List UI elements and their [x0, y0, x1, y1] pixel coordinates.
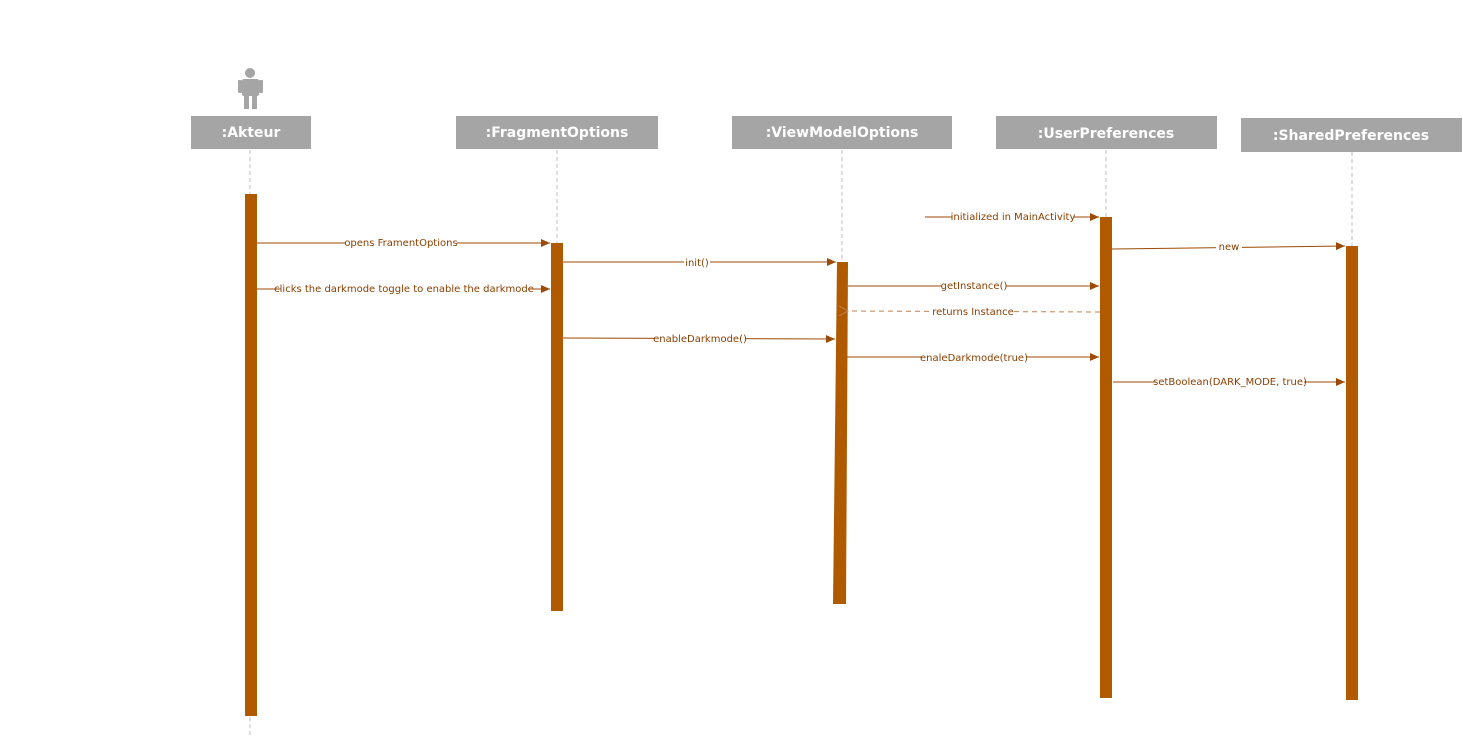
lifeline-userpreferences-header[interactable]: [996, 116, 1217, 149]
message-enaledarkmode[interactable]: enaleDarkmode(true): [847, 350, 1099, 364]
message-getinstance-label-bg: [942, 279, 1006, 292]
message-returns-instance[interactable]: returns Instance: [848, 305, 1101, 318]
message-enaledarkmode-label: enaleDarkmode(true): [920, 353, 1028, 364]
lifeline-userpreferences-label: :UserPreferences: [1038, 126, 1174, 142]
message-initialized-in-mainactivity[interactable]: initialized in MainActivity: [925, 210, 1099, 223]
message-opens-framentoptions-label: opens FramentOptions: [344, 238, 457, 249]
message-clicks-darkmode-toggle[interactable]: clicks the darkmode toggle to enable the…: [257, 282, 550, 295]
message-enaledarkmode-label-bg: [922, 350, 1026, 363]
lifeline-viewmodeloptions-label: :ViewModelOptions: [766, 125, 919, 141]
lifeline-fragmentoptions: :FragmentOptions: [456, 116, 658, 611]
message-new-label: new: [1219, 242, 1240, 253]
message-setboolean[interactable]: setBoolean(DARK_MODE, true): [1113, 375, 1345, 388]
message-enabledarkmode[interactable]: enableDarkmode(): [562, 332, 836, 345]
message-returns-instance-label: returns Instance: [932, 307, 1014, 318]
activation-viewmodeloptions[interactable]: [833, 262, 848, 604]
message-clicks-darkmode-toggle-label: clicks the darkmode toggle to enable the…: [274, 284, 534, 295]
person-icon: [238, 68, 263, 109]
message-initialized-in-mainactivity-label-bg: [952, 210, 1074, 223]
activation-fragmentoptions[interactable]: [551, 243, 563, 611]
lifeline-akteur-label: :Akteur: [222, 125, 281, 141]
message-new-label-bg: [1216, 240, 1242, 253]
lifeline-viewmodeloptions-header[interactable]: [732, 116, 952, 149]
message-opens-framentoptions[interactable]: opens FramentOptions: [257, 236, 550, 249]
lifeline-akteur: :Akteur: [191, 116, 311, 738]
message-setboolean-label: setBoolean(DARK_MODE, true): [1153, 377, 1307, 388]
message-setboolean-label-bg: [1156, 375, 1304, 388]
message-opens-framentoptions-label-bg: [346, 236, 457, 249]
lifeline-fragmentoptions-header[interactable]: [456, 116, 658, 149]
message-init-label: init(): [685, 258, 709, 269]
message-getinstance[interactable]: getInstance(): [848, 279, 1099, 292]
activation-sharedpreferences[interactable]: [1346, 246, 1358, 700]
message-enabledarkmode-label-bg: [655, 332, 745, 345]
message-returns-instance-label-bg: [934, 305, 1014, 318]
activation-akteur[interactable]: [245, 194, 257, 716]
lifeline-akteur-header[interactable]: [191, 116, 311, 149]
lifeline-sharedpreferences-header[interactable]: [1241, 118, 1462, 152]
lifeline-sharedpreferences-label: :SharedPreferences: [1273, 128, 1429, 144]
message-clicks-darkmode-toggle-label-bg: [281, 282, 528, 295]
lifeline-fragmentoptions-label: :FragmentOptions: [486, 125, 629, 141]
message-init-label-bg: [684, 255, 710, 268]
activation-userpreferences[interactable]: [1100, 217, 1112, 698]
message-new[interactable]: new: [1111, 240, 1346, 253]
message-init[interactable]: init(): [563, 255, 836, 269]
lifeline-viewmodeloptions: :ViewModelOptions: [732, 116, 952, 605]
message-getinstance-label: getInstance(): [941, 281, 1008, 292]
message-initialized-in-mainactivity-label: initialized in MainActivity: [951, 212, 1076, 223]
message-enabledarkmode-label: enableDarkmode(): [653, 334, 747, 345]
